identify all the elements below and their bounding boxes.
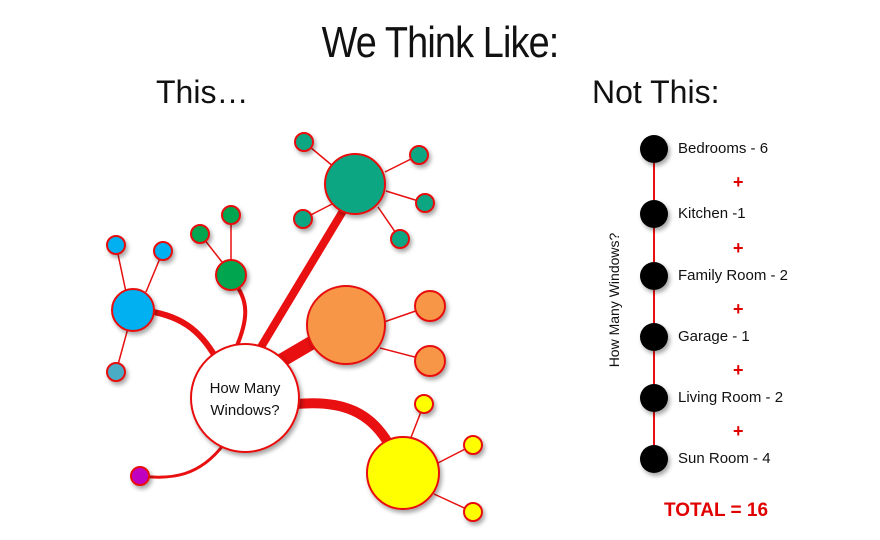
node-blue-leaf bbox=[106, 362, 126, 382]
node-yellow-main bbox=[366, 436, 440, 510]
node-green-leaf bbox=[190, 224, 210, 244]
list-dot bbox=[640, 384, 668, 412]
node-yellow-leaf bbox=[463, 435, 483, 455]
node-orange-leaf bbox=[414, 345, 446, 377]
branch-yellow bbox=[291, 398, 397, 455]
node-blue-leaf bbox=[106, 235, 126, 255]
list-item: Kitchen -1 bbox=[678, 205, 746, 222]
branch-teal bbox=[254, 192, 356, 356]
node-teal-leaf bbox=[409, 145, 429, 165]
list-axis-label: How Many Windows? bbox=[606, 232, 622, 368]
node-yellow-leaf bbox=[414, 394, 434, 414]
list-dot bbox=[640, 135, 668, 163]
center-label-line2: Windows? bbox=[210, 402, 279, 419]
list-dot bbox=[640, 323, 668, 351]
node-teal-main bbox=[324, 153, 386, 215]
node-teal-leaf bbox=[415, 193, 435, 213]
list-dot bbox=[640, 200, 668, 228]
page-title: We Think Like: bbox=[321, 18, 560, 67]
node-orange-main bbox=[306, 285, 386, 365]
total-label: TOTAL = 16 bbox=[664, 500, 769, 521]
node-teal-leaf bbox=[294, 132, 314, 152]
node-magenta-leaf bbox=[130, 466, 150, 486]
list-dot bbox=[640, 262, 668, 290]
right-heading: Not This: bbox=[592, 74, 720, 110]
list-item: Sun Room - 4 bbox=[678, 450, 771, 467]
node-blue-main bbox=[111, 288, 155, 332]
list-dot bbox=[640, 445, 668, 473]
node-teal-leaf bbox=[390, 229, 410, 249]
plus-sign: + bbox=[733, 238, 744, 258]
node-green-main bbox=[215, 259, 247, 291]
node-center bbox=[190, 343, 300, 453]
node-orange-leaf bbox=[414, 290, 446, 322]
left-heading: This… bbox=[156, 74, 249, 110]
list-item: Family Room - 2 bbox=[678, 267, 789, 284]
list-item: Bedrooms - 6 bbox=[678, 140, 769, 157]
plus-sign: + bbox=[733, 421, 744, 441]
list-item: Garage - 1 bbox=[678, 328, 750, 345]
plus-sign: + bbox=[733, 299, 744, 319]
node-blue-leaf bbox=[153, 241, 173, 261]
list-item: Living Room - 2 bbox=[678, 389, 784, 406]
branch-magenta bbox=[138, 442, 226, 479]
node-teal-leaf bbox=[293, 209, 313, 229]
plus-sign: + bbox=[733, 172, 744, 192]
center-label-line1: How Many bbox=[210, 380, 281, 397]
node-green-leaf bbox=[221, 205, 241, 225]
plus-sign: + bbox=[733, 360, 744, 380]
node-yellow-leaf bbox=[463, 502, 483, 522]
